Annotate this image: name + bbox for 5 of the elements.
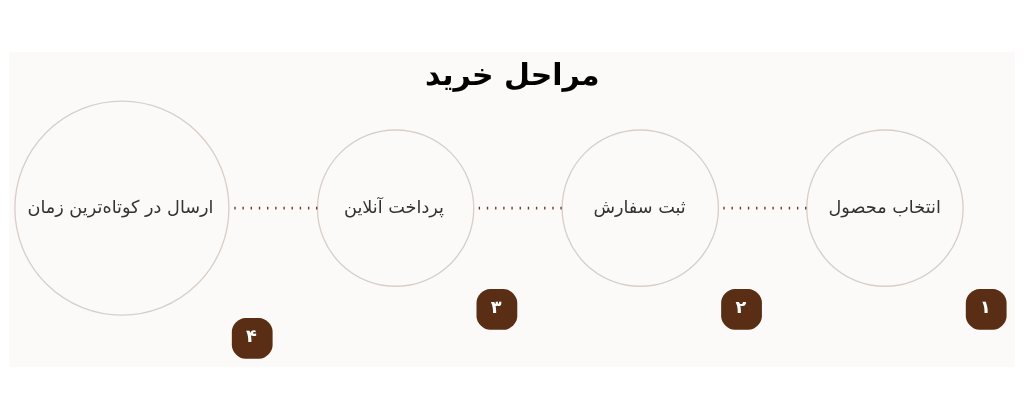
node-label: ۱	[980, 296, 991, 317]
diagram-title: مراحل خرید	[425, 56, 600, 92]
node-label: ۴	[246, 325, 257, 346]
node-label: ۳	[490, 296, 502, 317]
node-label: ۲	[735, 296, 747, 317]
